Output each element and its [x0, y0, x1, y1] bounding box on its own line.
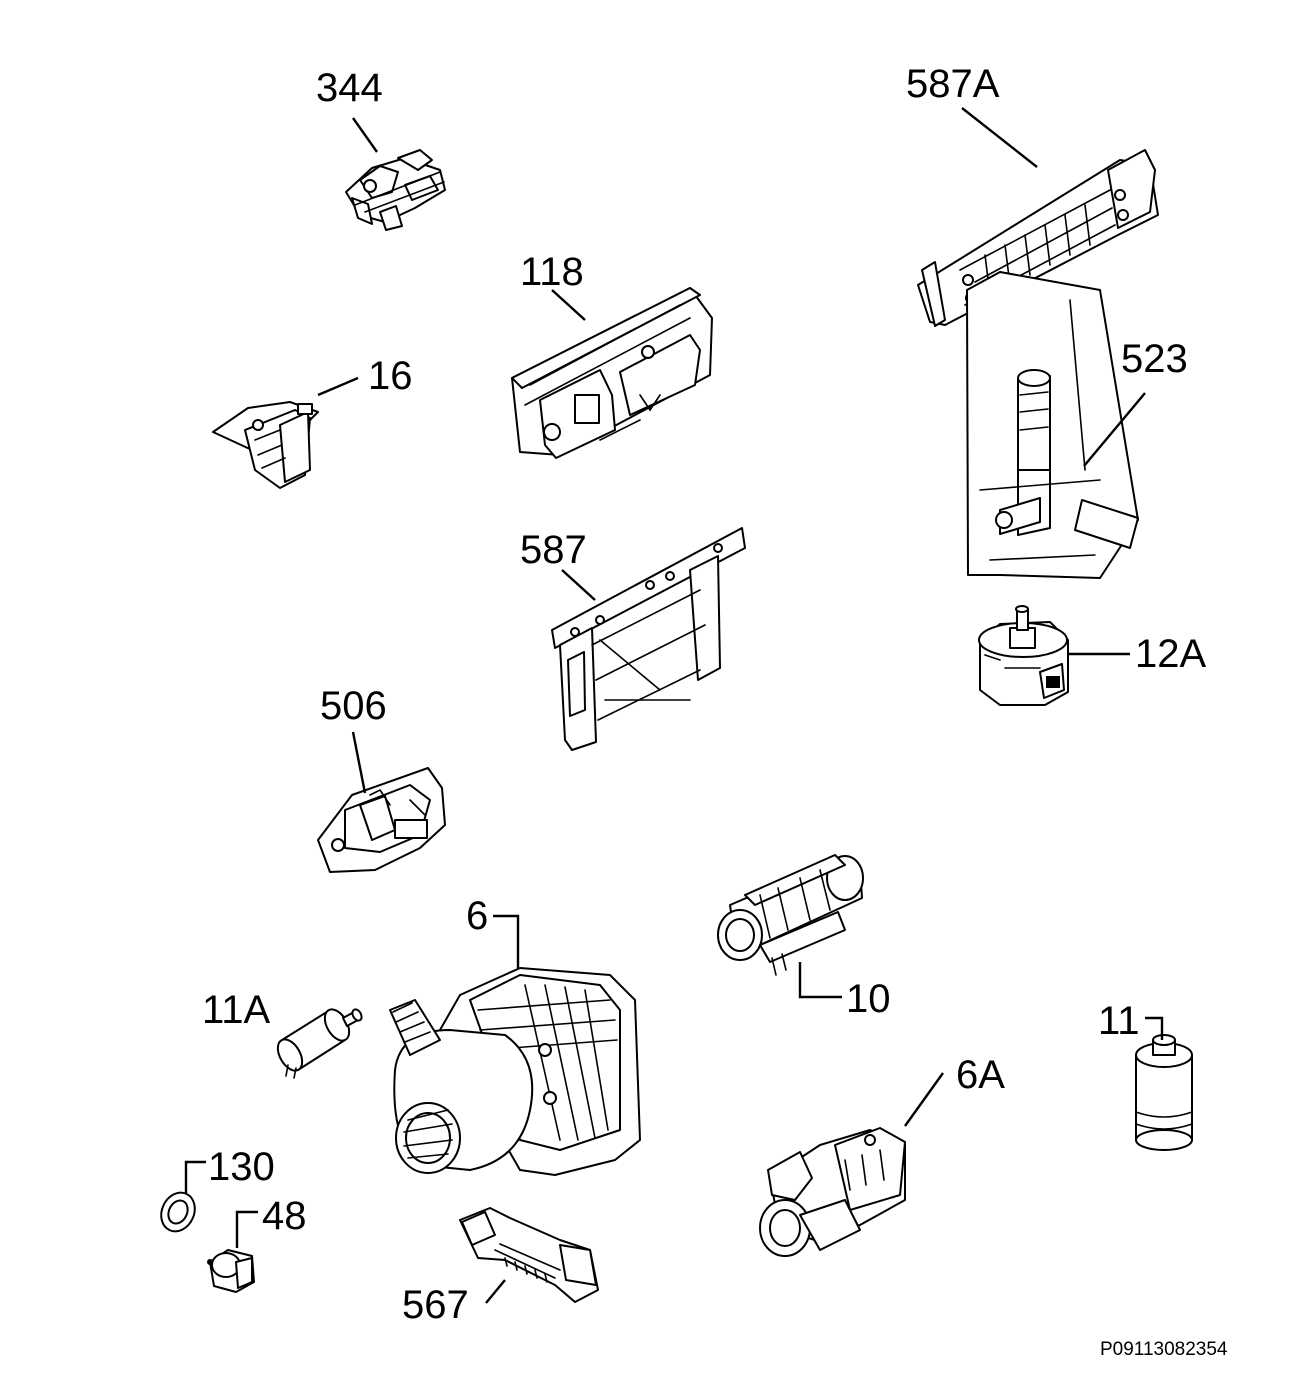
label-587: 587: [520, 528, 587, 572]
part-6-icon: [389, 967, 641, 1176]
part-11A-icon: [276, 1008, 363, 1079]
part-506-icon: [317, 767, 446, 873]
part-587-icon: [551, 527, 746, 751]
part-567-icon: [459, 1207, 599, 1303]
label-48: 48: [262, 1194, 307, 1238]
part-11-icon: [1135, 1034, 1193, 1151]
part-12A-icon: [978, 605, 1069, 706]
label-16: 16: [368, 354, 413, 398]
part-10-icon: [717, 854, 864, 976]
label-344: 344: [316, 66, 383, 110]
label-12A: 12A: [1135, 632, 1206, 676]
label-567: 567: [402, 1283, 469, 1327]
part-16-icon: [212, 401, 319, 489]
label-118: 118: [520, 250, 584, 294]
label-506: 506: [320, 684, 387, 728]
label-587A: 587A: [906, 62, 1000, 106]
label-10: 10: [846, 977, 891, 1021]
label-11: 11: [1098, 999, 1140, 1043]
label-130: 130: [208, 1145, 275, 1189]
drawing-code: P09113082354: [1100, 1339, 1228, 1360]
label-11A: 11A: [202, 988, 271, 1032]
part-118-icon: [511, 287, 713, 459]
part-130-icon: [160, 1191, 196, 1233]
part-6A-icon: [759, 1127, 906, 1257]
part-344-icon: [345, 149, 446, 231]
label-523: 523: [1121, 337, 1188, 381]
part-48-icon: [207, 1249, 255, 1293]
part-523-icon: [966, 271, 1139, 579]
label-6A: 6A: [956, 1053, 1005, 1097]
label-6: 6: [466, 894, 488, 938]
